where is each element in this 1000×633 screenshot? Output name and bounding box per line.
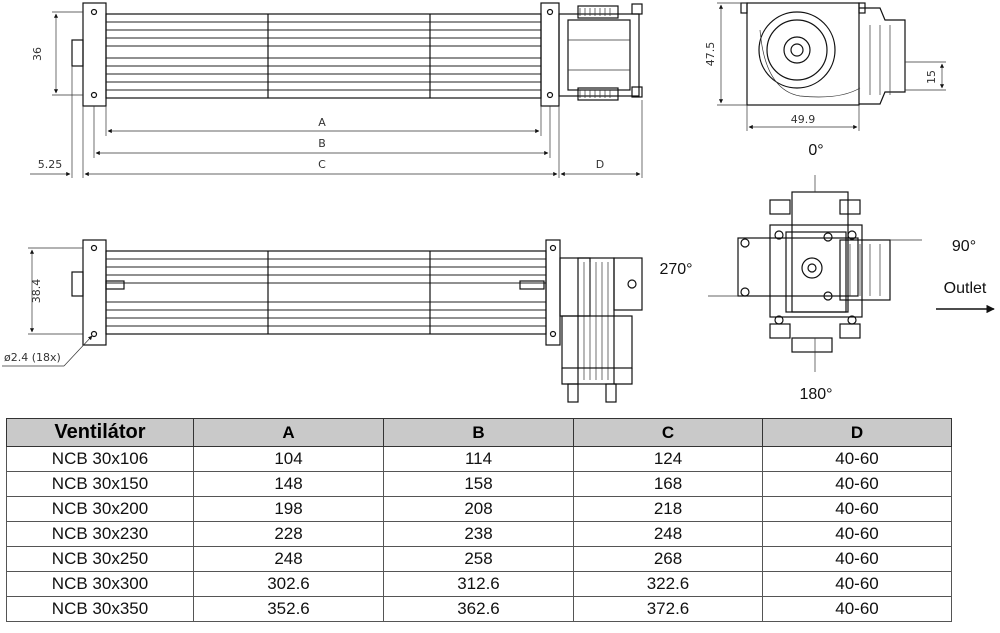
side-view: 38.4 ø2.4 (18x) [2,239,643,403]
spec-table: Ventilátor A B C D NCB 30x106 104 114 12… [6,418,952,622]
rotor-body [105,13,542,99]
table-row: NCB 30x200 198 208 218 40-60 [6,496,952,522]
table-row: NCB 30x300 302.6 312.6 322.6 40-60 [6,571,952,597]
b-cell: 114 [383,446,574,472]
hole-note-label: ø2.4 (18x) [4,351,61,364]
dim-49-9-label: 49.9 [791,113,816,126]
dim-38-4-label: 38.4 [30,279,43,304]
c-cell: 248 [573,521,763,547]
angle-180-label: 180° [799,386,832,403]
header-d: D [762,418,952,447]
header-ventilator: Ventilátor [6,418,194,447]
b-cell: 158 [383,471,574,497]
table-row: NCB 30x350 352.6 362.6 372.6 40-60 [6,596,952,622]
left-end-plate [82,2,107,107]
a-cell: 148 [193,471,384,497]
d-cell: 40-60 [762,446,952,472]
dim-d-label: D [596,158,604,171]
dim-offset-label: 5.25 [38,158,63,171]
dim-b-label: B [318,137,326,150]
model-cell: NCB 30x250 [6,546,194,572]
outlet-label: Outlet [944,280,987,297]
right-end-plate [540,2,560,107]
dim-15-label: 15 [925,70,938,84]
d-cell: 40-60 [762,571,952,597]
model-cell: NCB 30x106 [6,446,194,472]
top-view: 36 A B C D 5.25 [30,2,643,178]
table-row: NCB 30x230 228 238 248 40-60 [6,521,952,547]
a-cell: 198 [193,496,384,522]
b-cell: 258 [383,546,574,572]
c-cell: 124 [573,446,763,472]
a-cell: 104 [193,446,384,472]
mounting-hole [90,8,98,16]
model-cell: NCB 30x150 [6,471,194,497]
model-cell: NCB 30x200 [6,496,194,522]
b-cell: 238 [383,521,574,547]
b-cell: 312.6 [383,571,574,597]
header-c: C [573,418,763,447]
b-cell: 208 [383,496,574,522]
c-cell: 168 [573,471,763,497]
a-cell: 248 [193,546,384,572]
c-cell: 372.6 [573,596,763,622]
mounting-hole [546,91,554,99]
shaft-stub [71,39,84,67]
header-b: B [383,418,574,447]
a-cell: 352.6 [193,596,384,622]
d-cell: 40-60 [762,546,952,572]
angle-0-label: 0° [808,142,823,159]
c-cell: 268 [573,546,763,572]
dim-47-5-label: 47.5 [704,42,717,67]
a-cell: 302.6 [193,571,384,597]
angle-270-label: 270° [659,261,692,278]
mounting-hole [546,8,554,16]
d-cell: 40-60 [762,521,952,547]
technical-drawing: 36 A B C D 5.25 [2,2,995,403]
mounting-hole [90,91,98,99]
table-row: NCB 30x250 248 258 268 40-60 [6,546,952,572]
c-cell: 322.6 [573,571,763,597]
table-row: NCB 30x150 148 158 168 40-60 [6,471,952,497]
b-cell: 362.6 [383,596,574,622]
model-cell: NCB 30x300 [6,571,194,597]
dim-a-label: A [318,116,326,129]
d-cell: 40-60 [762,471,952,497]
d-cell: 40-60 [762,596,952,622]
motor-side [559,257,643,403]
dim-c-label: C [318,158,326,171]
dim-36-label: 36 [31,47,44,61]
d-cell: 40-60 [762,496,952,522]
model-cell: NCB 30x230 [6,521,194,547]
end-view: 47.5 49.9 15 0° [704,2,946,159]
table-header-row: Ventilátor A B C D [6,418,952,447]
angle-90-label: 90° [952,238,976,255]
a-cell: 228 [193,521,384,547]
header-a: A [193,418,384,447]
model-cell: NCB 30x350 [6,596,194,622]
orientation-view: 270° 90° 180° Outlet [659,175,995,403]
c-cell: 218 [573,496,763,522]
motor [558,3,643,101]
table-row: NCB 30x106 104 114 124 40-60 [6,446,952,472]
